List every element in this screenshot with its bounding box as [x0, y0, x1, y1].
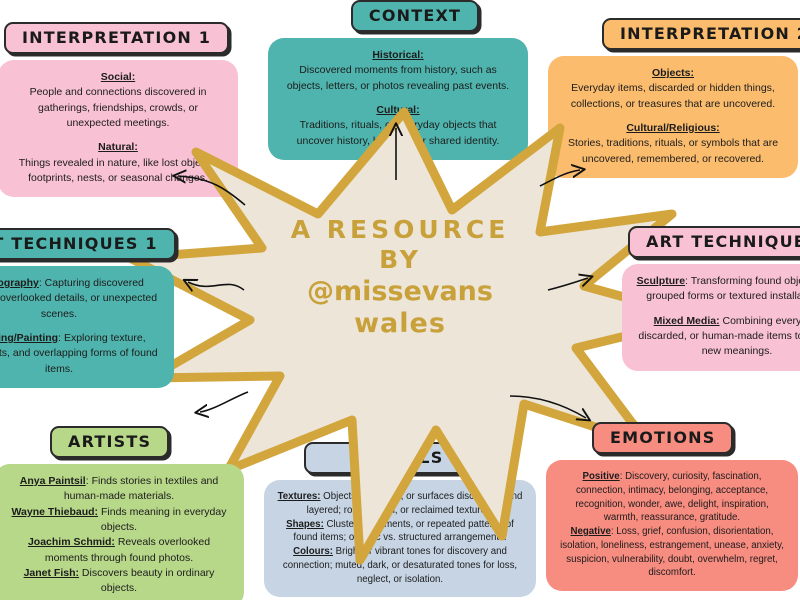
node-context-title: CONTEXT: [350, 0, 480, 32]
node-context[interactable]: CONTEXT Historical: Discovered moments f…: [268, 0, 530, 160]
occluded-text-left: your: [268, 332, 291, 344]
entry-body: : Exploring texture, fragments, and over…: [0, 331, 158, 375]
node-interpretation-2-panel: Objects: Everyday items, discarded or hi…: [548, 56, 798, 178]
entry-lead: Janet Fish:: [23, 566, 80, 579]
entry-lead: Wayne Thiebaud:: [11, 505, 99, 518]
node-art-techniques-2-title: ART TECHNIQUES 2: [628, 226, 800, 258]
entry-body: Things revealed in nature, like lost obj…: [18, 156, 218, 184]
node-art-techniques-2[interactable]: ART TECHNIQUES 2 Sculpture: Transforming…: [622, 226, 800, 371]
node-artists-panel: Anya Paintsil: Finds stories in textiles…: [0, 464, 244, 600]
entry-body: Everyday items, discarded or hidden thin…: [570, 82, 776, 110]
entry-body: Traditions, rituals, or everyday objects…: [296, 119, 500, 147]
entry-body: Objects, materials, or surfaces discover…: [306, 491, 523, 516]
node-emotions[interactable]: EMOTIONS Positive: Discovery, curiosity,…: [546, 422, 798, 592]
entry-body: : Capturing discovered objects, overlook…: [0, 277, 158, 320]
entry-lead: Negative: [570, 526, 611, 538]
entry-lead: Photography: [0, 277, 39, 289]
node-art-techniques-1-title: ART TECHNIQUES 1: [0, 228, 176, 260]
entry-body: Stories, traditions, rituals, or symbols…: [567, 137, 779, 165]
node-visuals-panel: Textures: Objects, materials, or surface…: [264, 480, 536, 598]
center-line-2: BY: [379, 244, 421, 274]
center-line-1: A RESOURCE: [290, 215, 510, 244]
node-interpretation-1[interactable]: INTERPRETATION 1 Social: People and conn…: [0, 22, 240, 198]
node-art-techniques-1[interactable]: ART TECHNIQUES 1 Photography: Capturing …: [0, 228, 176, 388]
entry-body: Clusters, fragments, or repeated pattern…: [293, 518, 514, 544]
entry-lead: Mixed Media:: [653, 314, 720, 327]
entry-lead: Drawing/Painting: [0, 331, 59, 344]
entry-lead: Anya Paintsil: [19, 475, 86, 487]
center-line-3: @missevans: [307, 276, 493, 307]
entry-lead: Joachim Schmid:: [27, 536, 115, 549]
center-star-label: A RESOURCE BY @missevans wales: [250, 215, 550, 340]
node-artists[interactable]: ARTISTS Anya Paintsil: Finds stories in …: [0, 426, 246, 600]
node-interpretation-1-panel: Social: People and connections discovere…: [0, 60, 238, 198]
node-art-techniques-2-panel: Sculpture: Transforming found objects in…: [622, 264, 800, 371]
node-visuals-title: VISUALS: [304, 442, 498, 474]
entry-body: Finds meaning in everyday objects.: [98, 505, 227, 533]
node-artists-title: ARTISTS: [50, 426, 170, 458]
entry-body: Discovers beauty in ordinary objects.: [79, 566, 215, 595]
node-visuals[interactable]: VISUALS Textures: Objects, materials, or…: [264, 442, 536, 598]
entry-lead: Natural:: [98, 141, 138, 154]
occluded-center-text: your .: [248, 332, 558, 344]
entry-lead: Objects:: [651, 67, 694, 79]
entry-lead: Positive: [582, 471, 620, 482]
entry-lead: Cultural:: [376, 103, 420, 116]
entry-lead: Colours:: [293, 546, 333, 558]
entry-lead: Shapes:: [286, 518, 324, 530]
occluded-text-right: .: [534, 332, 538, 344]
node-interpretation-2[interactable]: INTERPRETATION 2 Objects: Everyday items…: [548, 18, 800, 178]
entry-lead: Sculpture: [636, 275, 686, 287]
node-art-techniques-1-panel: Photography: Capturing discovered object…: [0, 266, 174, 388]
entry-body: People and connections discovered in gat…: [29, 86, 207, 129]
entry-lead: Historical:: [372, 49, 424, 61]
entry-lead: Textures:: [277, 491, 321, 502]
entry-lead: Social:: [100, 71, 136, 83]
entry-body: : Finds stories in textiles and human-ma…: [63, 475, 219, 503]
node-interpretation-2-title: INTERPRETATION 2: [602, 18, 800, 50]
entry-body: Discovered moments from history, such as…: [286, 64, 510, 92]
node-emotions-panel: Positive: Discovery, curiosity, fascinat…: [546, 460, 798, 592]
node-emotions-title: EMOTIONS: [592, 422, 734, 454]
node-interpretation-1-title: INTERPRETATION 1: [4, 22, 230, 54]
entry-lead: Cultural/Religious:: [626, 121, 720, 134]
node-context-panel: Historical: Discovered moments from hist…: [268, 38, 528, 160]
